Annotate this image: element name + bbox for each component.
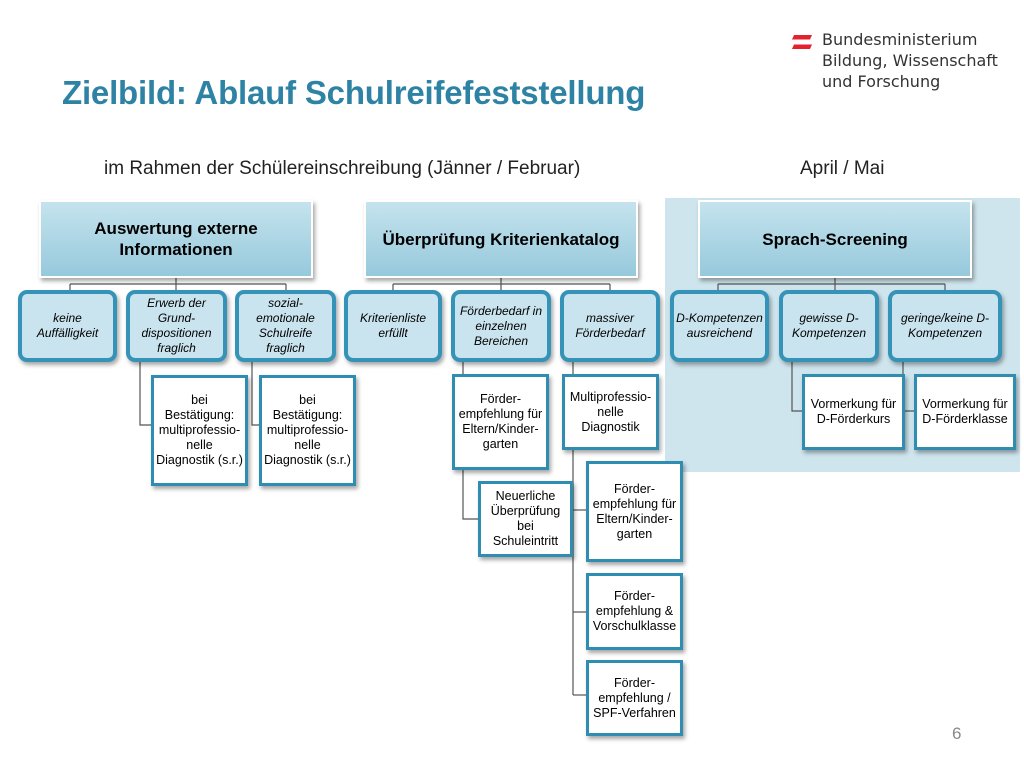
node-foerderbedarf-einzelne-bereiche: Förderbedarf in einzelnen Bereichen [451,290,551,362]
section-label-april-mai: April / Mai [800,158,885,179]
node-foerderempfehlung-spf-verfahren: Förder-empfehlung / SPF-Verfahren [586,660,683,736]
node-geringe-keine-d-kompetenzen: geringe/keine D-Kompetenzen [888,290,1002,362]
node-erwerb-grunddispositionen: Erwerb der Grund-dispositionen fraglich [126,290,227,362]
node-neuerliche-ueberpruefung: Neuerliche Überprüfung bei Schuleintritt [478,481,573,557]
node-sprach-screening: Sprach-Screening [698,200,972,278]
node-keine-auffaelligkeit: keine Auffälligkeit [18,290,117,362]
page-title: Zielbild: Ablauf Schulreifefeststellung [62,74,646,111]
logo-line-1: Bundesministerium [822,30,978,49]
page-number: 6 [952,724,962,743]
node-auswertung-externe-informationen: Auswertung externe Informationen [39,200,313,278]
node-d-kompetenzen-ausreichend: D-Kompetenzen ausreichend [670,290,769,362]
node-multiprofessionelle-diagnostik: Multiprofessio-nelle Diagnostik [562,374,659,450]
austria-flag-icon [792,35,812,49]
node-erwerb-multiprofessionelle-diagnostik: bei Bestätigung: multiprofessio-nelle Di… [151,375,248,486]
node-vormerkung-d-foerderklasse: Vormerkung für D-Förderklasse [914,374,1016,450]
node-gewisse-d-kompetenzen: gewisse D-Kompetenzen [779,290,879,362]
logo-line-3: und Forschung [822,72,941,91]
node-einzeln-foerderempfehlung-eltern: Förder-empfehlung für Eltern/Kinder-gart… [452,374,549,470]
ministry-logo: Bundesministerium Bildung, Wissenschaft … [792,30,1017,100]
node-sozial-multiprofessionelle-diagnostik: bei Bestätigung: multiprofessio-nelle Di… [259,375,356,486]
node-sozial-emotionale-schulreife: sozial-emotionale Schulreife fraglich [235,290,336,362]
node-massiver-foerderbedarf: massiver Förderbedarf [560,290,660,362]
node-ueberpruefung-kriterienkatalog: Überprüfung Kriterienkatalog [364,200,638,278]
node-foerderempfehlung-vorschulklasse: Förder-empfehlung & Vorschulklasse [586,573,683,650]
node-vormerkung-d-foerderkurs: Vormerkung für D-Förderkurs [802,374,905,450]
section-label-einschreibung: im Rahmen der Schülereinschreibung (Jänn… [104,158,581,179]
logo-line-2: Bildung, Wissenschaft [822,51,998,70]
node-kriterienliste-erfuellt: Kriterienliste erfüllt [344,290,442,362]
node-massiv-foerderempfehlung-eltern: Förder-empfehlung für Eltern/Kinder-gart… [586,461,683,562]
